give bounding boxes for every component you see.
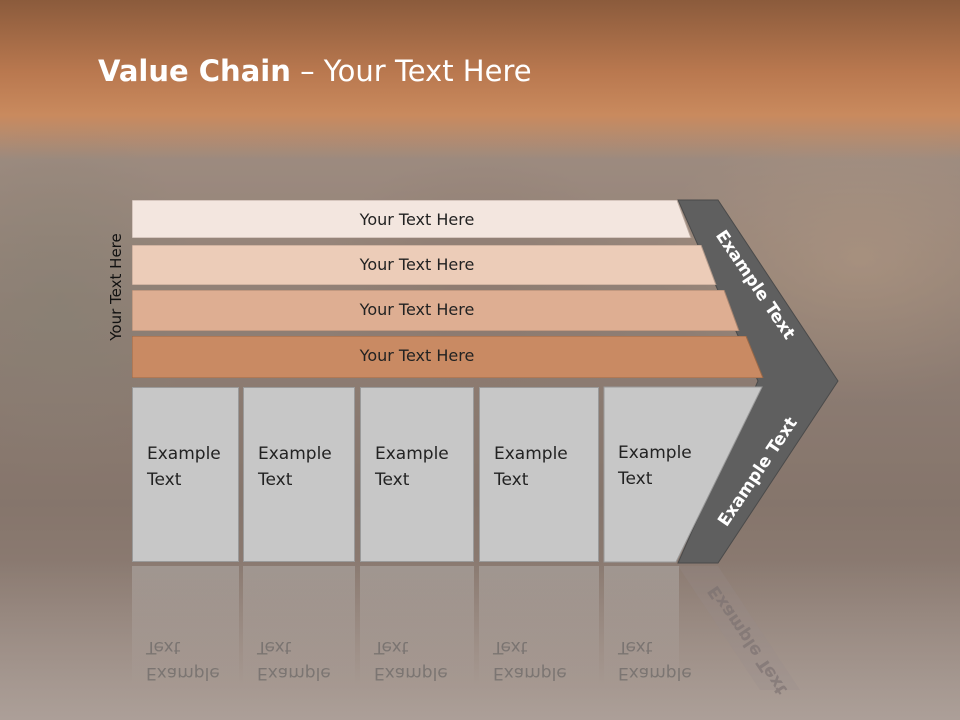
chevron-reflection xyxy=(678,566,800,690)
bar-1-label: Your Text Here xyxy=(359,209,475,229)
bar-4-label: Your Text Here xyxy=(359,345,475,365)
bar-3-label: Your Text Here xyxy=(359,299,475,319)
bottom-fade xyxy=(0,560,960,720)
bar-3-shape xyxy=(132,290,740,331)
title-band xyxy=(0,0,960,160)
bar-1-shape xyxy=(132,200,692,238)
bar-4[interactable]: Your Text Here xyxy=(132,336,764,378)
bar-2[interactable]: Your Text Here xyxy=(132,245,717,285)
bar-2-label: Your Text Here xyxy=(359,254,475,274)
bar-4-shape xyxy=(132,336,764,378)
title-bold: Value Chain xyxy=(98,54,291,88)
title-rest: – Your Text Here xyxy=(290,54,532,88)
slide-title[interactable]: Value Chain – Your Text Here xyxy=(98,54,532,88)
bar-2-shape xyxy=(132,245,717,285)
bar-3[interactable]: Your Text Here xyxy=(132,290,740,331)
bar-1[interactable]: Your Text Here xyxy=(132,200,692,238)
